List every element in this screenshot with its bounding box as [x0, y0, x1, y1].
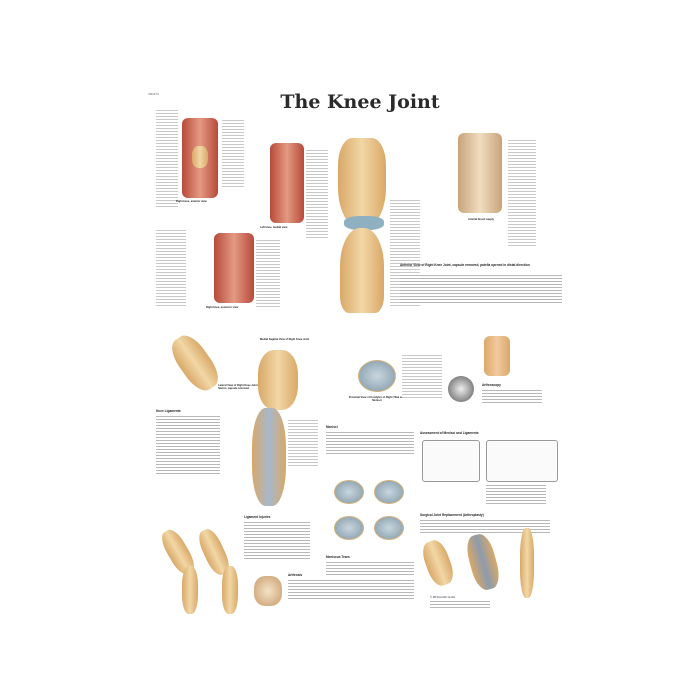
arthrosis-illustration — [254, 576, 282, 606]
tibial-condyles-illustration — [358, 360, 396, 392]
posterior-knee-illustration — [214, 233, 254, 303]
heading-arthrosis: Arthrosis — [288, 573, 303, 577]
meniscus-tear-illustration — [334, 480, 364, 504]
tibia-illustration — [340, 228, 384, 313]
caption-medial: Left knee, medial view — [260, 226, 288, 229]
femur-illustration — [338, 138, 386, 228]
label-column — [402, 353, 442, 398]
text-block — [486, 484, 546, 504]
heading-assessment: Assessment of Menisci and Ligaments — [420, 431, 479, 435]
meniscus-illustration — [344, 216, 384, 230]
heading-anterior-view: Anterior View of Right Knee Joint, capsu… — [400, 263, 530, 267]
assessment-sketch — [486, 440, 558, 482]
label-column — [306, 148, 328, 238]
text-block — [482, 389, 542, 405]
meniscus-tear-illustration — [374, 516, 404, 540]
text-block — [420, 519, 550, 533]
text-block — [326, 561, 414, 577]
sagittal-illustration — [258, 350, 298, 410]
text-block — [288, 579, 414, 599]
text-block — [244, 521, 310, 561]
publisher: © 3B Scientific GmbH — [430, 596, 456, 599]
heading-meniscus-tears: Meniscus Tears — [326, 555, 350, 559]
patella-illustration — [192, 146, 208, 168]
caption-sagittal: Medial Sagittal View of Right Knee Joint — [260, 338, 310, 341]
arterial-illustration — [458, 133, 502, 213]
text-block — [400, 274, 562, 304]
caption-proximal: Proximal View of Condyles of Right Tibia… — [348, 396, 406, 402]
ligament-injury-illustration — [182, 566, 198, 614]
ligaments-illustration — [252, 408, 286, 506]
label-column — [288, 418, 318, 468]
caption-arterial: Arterial blood supply — [468, 218, 494, 221]
heading-menisci: Menisci — [326, 425, 338, 429]
caption-anterior: Right knee, anterior view — [176, 200, 207, 203]
product-code: VR1174 — [148, 92, 159, 96]
poster-title: The Knee Joint — [280, 91, 440, 113]
knee-small-illustration — [484, 336, 510, 376]
text-block — [156, 415, 220, 475]
meniscus-tear-illustration — [334, 516, 364, 540]
caption-posterior: Right knee, posterior view — [206, 306, 239, 309]
implant-illustration — [463, 531, 503, 593]
knee-joint-poster: VR1174 The Knee Joint Right knee, anteri… — [148, 88, 572, 622]
label-column — [256, 238, 280, 308]
assessment-sketch — [422, 440, 480, 482]
label-column — [222, 118, 244, 188]
text-block — [430, 600, 490, 608]
caption-lateral: Lateral View of Right Knee Joint in flex… — [218, 384, 261, 390]
implant-illustration — [520, 528, 534, 598]
text-block — [326, 431, 414, 455]
label-column — [156, 228, 186, 308]
meniscus-tear-illustration — [374, 480, 404, 504]
heading-knee-ligaments: Knee Ligaments — [156, 409, 181, 413]
ligament-injury-illustration — [222, 566, 238, 614]
label-column — [508, 138, 536, 248]
lateral-view-illustration — [165, 329, 225, 397]
arthroscopy-illustration — [448, 376, 474, 402]
medial-knee-illustration — [270, 143, 304, 223]
heading-arthroplasty: Surgical Joint Replacement (Arthroplasty… — [420, 513, 484, 517]
heading-arthroscopy: Arthroscopy — [482, 383, 501, 387]
heading-ligament-injuries: Ligament Injuries — [244, 515, 271, 519]
label-column — [156, 108, 178, 208]
implant-illustration — [418, 537, 458, 589]
